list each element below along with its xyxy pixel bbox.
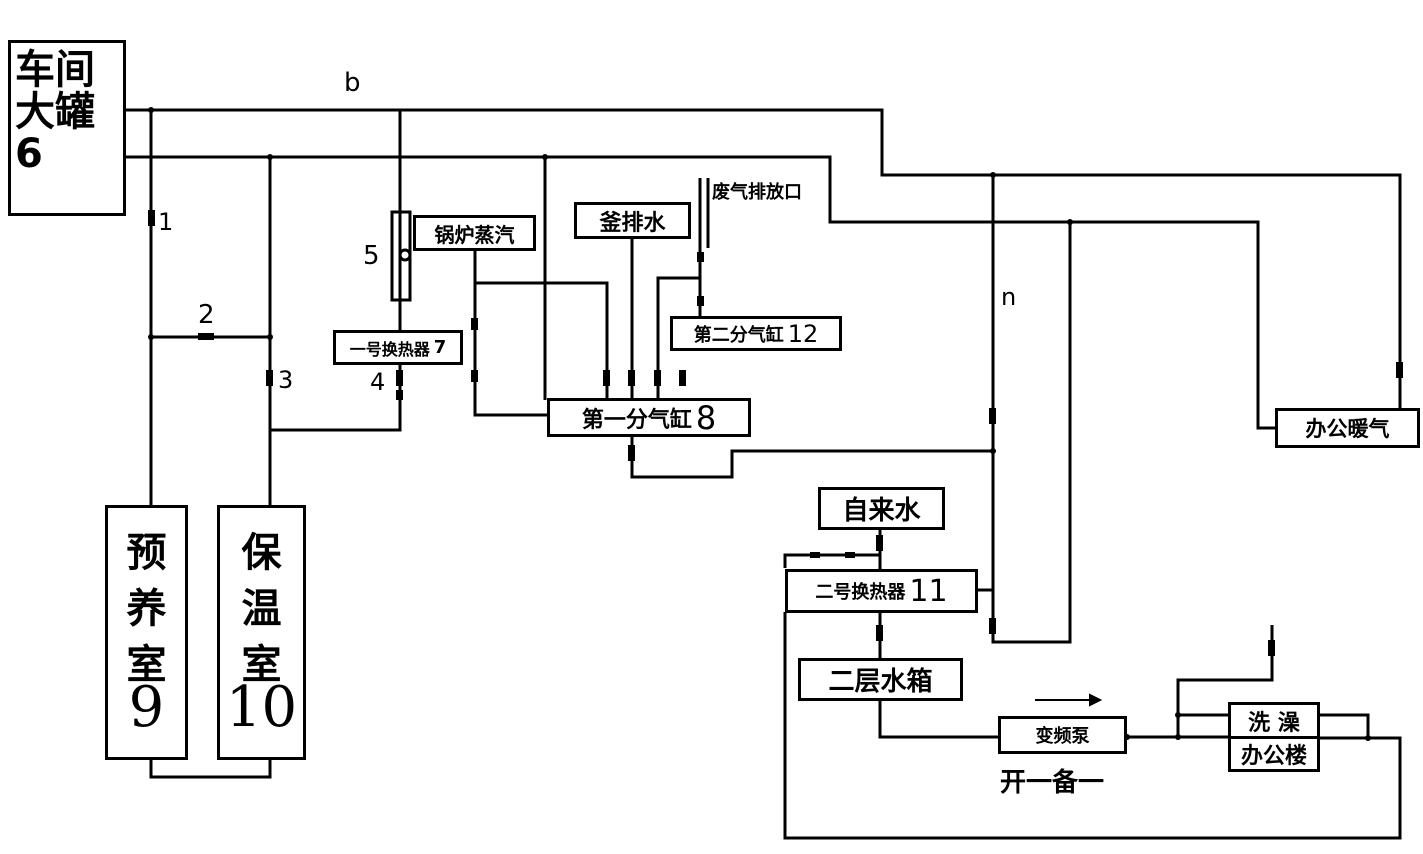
valve-hx11-top-b [845,552,855,558]
node-shower-in [1175,712,1181,718]
valve-shower [1268,640,1275,656]
pipe-label-b: b [344,68,361,98]
insulation-room-char-2: 温 [241,586,282,632]
pipe-label-4: 4 [370,368,386,396]
insulation-room-box: 保 温 室 10 [217,505,306,760]
insulation-room-char-1: 保 [241,530,282,576]
office-building-box: 办公楼 [1228,736,1320,772]
second-header-label: 第二分气缸 [693,324,784,346]
boiler-steam-box: 锅炉蒸汽 [413,215,536,251]
pump-mode-label: 开一备一 [1000,768,1105,798]
heat-exchanger-1-box: 一号换热器 7 [333,330,463,365]
pipe-steam [473,250,548,417]
workshop-tank-line2: 大罐 [15,89,95,135]
heat-exchanger-1-label: 一号换热器 [349,339,430,359]
node-n-right [1067,219,1073,225]
valve-n-1 [989,408,996,424]
node-building-out [1365,735,1371,741]
pipe-building-loop [1318,713,1370,740]
heat-exchanger-2-box: 二号换热器 11 [785,569,978,613]
valve-4b [396,390,403,400]
valve-3 [266,370,273,386]
pre-culture-room-char-2: 养 [126,586,167,632]
valve-h8-1 [603,370,610,386]
pipe-label-2: 2 [198,300,215,330]
valve-h8-4 [679,370,686,386]
pipe-hx11-top [783,553,880,568]
shower-box: 洗 澡 [1228,702,1320,736]
node-n-mid [990,448,996,454]
node-3 [267,154,273,160]
node-1 [148,107,154,113]
pipe-label-5: 5 [363,241,380,271]
pipe-n [991,175,1072,644]
exchanger-5 [390,210,412,302]
pipe-4 [270,365,402,432]
pipe-label-1: 1 [158,208,174,236]
exhaust-outlet-label: 废气排放口 [712,182,802,203]
pipe-return-loop [783,612,1402,840]
valve-exh-2 [697,296,704,306]
workshop-tank: 车间 大罐 6 [8,40,126,216]
second-header-box: 第二分气缸 12 [670,316,842,351]
pre-culture-room-char-1: 预 [126,530,167,576]
pipe-steam-b [475,281,609,400]
pipe-return [125,155,1275,430]
first-header-number: 8 [695,398,717,437]
heat-exchanger-1-number: 7 [433,337,447,358]
valve-1 [148,210,155,226]
pipe-header8-out [630,437,993,479]
valve-n-2 [989,618,996,634]
valve-steam-b [471,370,478,382]
heat-exchanger-2-label: 二号换热器 [815,582,906,603]
heat-exchanger-2-number: 11 [909,573,948,609]
valve-steam-a [471,318,478,330]
tap-water-box: 自来水 [818,487,945,530]
pipe-b [125,108,1402,432]
node-header [542,154,548,160]
valve-hx11 [876,625,883,641]
second-header-number: 12 [787,319,819,348]
node-2-left [148,334,154,340]
node-building-in [1175,734,1181,740]
valve-h8-bottom [628,445,635,461]
valve-office [1396,362,1403,378]
first-header-label: 第一分气缸 [581,407,692,433]
second-floor-tank-box: 二层水箱 [798,658,963,701]
valve-h8-2 [628,370,635,386]
node-n-top [990,172,996,178]
pre-culture-room-char-3: 室 [126,642,167,688]
first-header-box: 第一分气缸 8 [547,398,751,437]
node-2-right [267,334,273,340]
pipe-tank-out [878,700,998,739]
pipe-label-n: n [1001,283,1017,311]
pipe-lines [125,108,1402,840]
pipe-rooms [149,760,272,779]
pipe-header12 [656,276,700,400]
valve-tap [876,535,883,551]
pump-arrow [1035,693,1103,707]
valve-hx11-top-a [810,552,820,558]
valve-4 [396,370,403,386]
valve-exh-1 [697,252,704,262]
workshop-tank-number: 6 [15,131,43,177]
insulation-room-char-3: 室 [241,642,282,688]
pipe-label-3: 3 [278,366,294,394]
pre-culture-room-number: 9 [128,675,165,740]
kettle-drain-box: 釜排水 [574,202,691,239]
valve-2 [198,333,214,340]
pre-culture-room-box: 预 养 室 9 [105,505,188,760]
insulation-room-number: 10 [225,675,298,740]
vfd-pump-box: 变频泵 [998,716,1127,754]
valve-h8-3 [654,370,661,386]
valve-marks [148,107,1403,741]
office-heating-box: 办公暖气 [1275,408,1420,448]
workshop-tank-line1: 车间 [15,47,95,93]
